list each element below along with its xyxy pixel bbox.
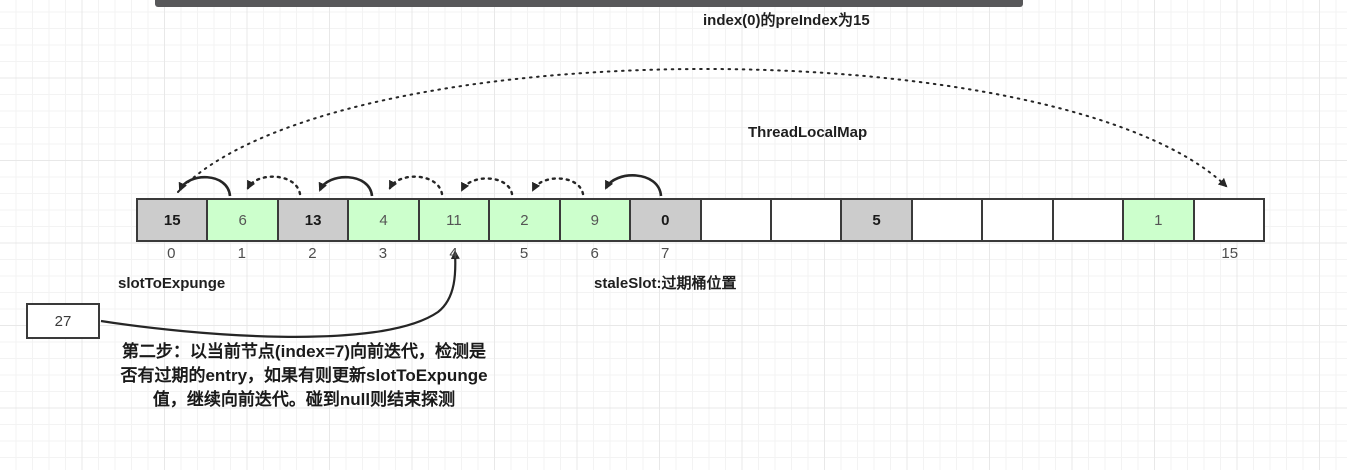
step-caption: 第二步：以当前节点(index=7)向前迭代，检测是否有过期的entry，如果有… bbox=[120, 342, 488, 410]
array-cell-5: 2 bbox=[490, 200, 561, 240]
array-cell-6: 9 bbox=[560, 200, 632, 240]
index-label-2: 2 bbox=[308, 245, 317, 262]
array-cell-9 bbox=[771, 200, 843, 240]
array-cell-3: 4 bbox=[349, 200, 420, 240]
array-cell-10: 5 bbox=[842, 200, 913, 240]
index-label-row: 0 1 2 3 4 5 6 7 15 bbox=[136, 245, 1265, 267]
array-cell-1: 6 bbox=[208, 200, 279, 240]
top-dark-bar bbox=[155, 0, 1023, 7]
threadlocalmap-title: ThreadLocalMap bbox=[748, 124, 868, 141]
array-cell-11 bbox=[912, 200, 984, 240]
index-label-5: 5 bbox=[519, 245, 529, 262]
index-label-4: 4 bbox=[449, 245, 458, 262]
index-label-15: 15 bbox=[1221, 245, 1239, 262]
array-cell-2: 13 bbox=[278, 200, 350, 240]
array-cell-12 bbox=[983, 200, 1054, 240]
stale-slot-label: staleSlot:过期桶位置 bbox=[594, 275, 737, 292]
array-cell-13 bbox=[1053, 200, 1125, 240]
preindex-annotation: index(0)的preIndex为15 bbox=[703, 12, 870, 29]
note-box-value: 27 bbox=[54, 312, 72, 330]
note-box: 27 bbox=[26, 303, 100, 339]
array-cell-8 bbox=[701, 200, 772, 240]
index-label-7: 7 bbox=[661, 245, 670, 262]
index-label-3: 3 bbox=[378, 245, 388, 262]
index-label-0: 0 bbox=[167, 245, 176, 262]
array-cell-7: 0 bbox=[631, 200, 702, 240]
array-cell-15 bbox=[1194, 200, 1263, 240]
array-cell-0: 15 bbox=[138, 200, 209, 240]
slot-to-expunge-label: slotToExpunge bbox=[118, 275, 226, 292]
array-cell-4: 11 bbox=[419, 200, 491, 240]
array-cell-14: 1 bbox=[1124, 200, 1195, 240]
index-label-1: 1 bbox=[237, 245, 247, 262]
index-label-6: 6 bbox=[590, 245, 599, 262]
